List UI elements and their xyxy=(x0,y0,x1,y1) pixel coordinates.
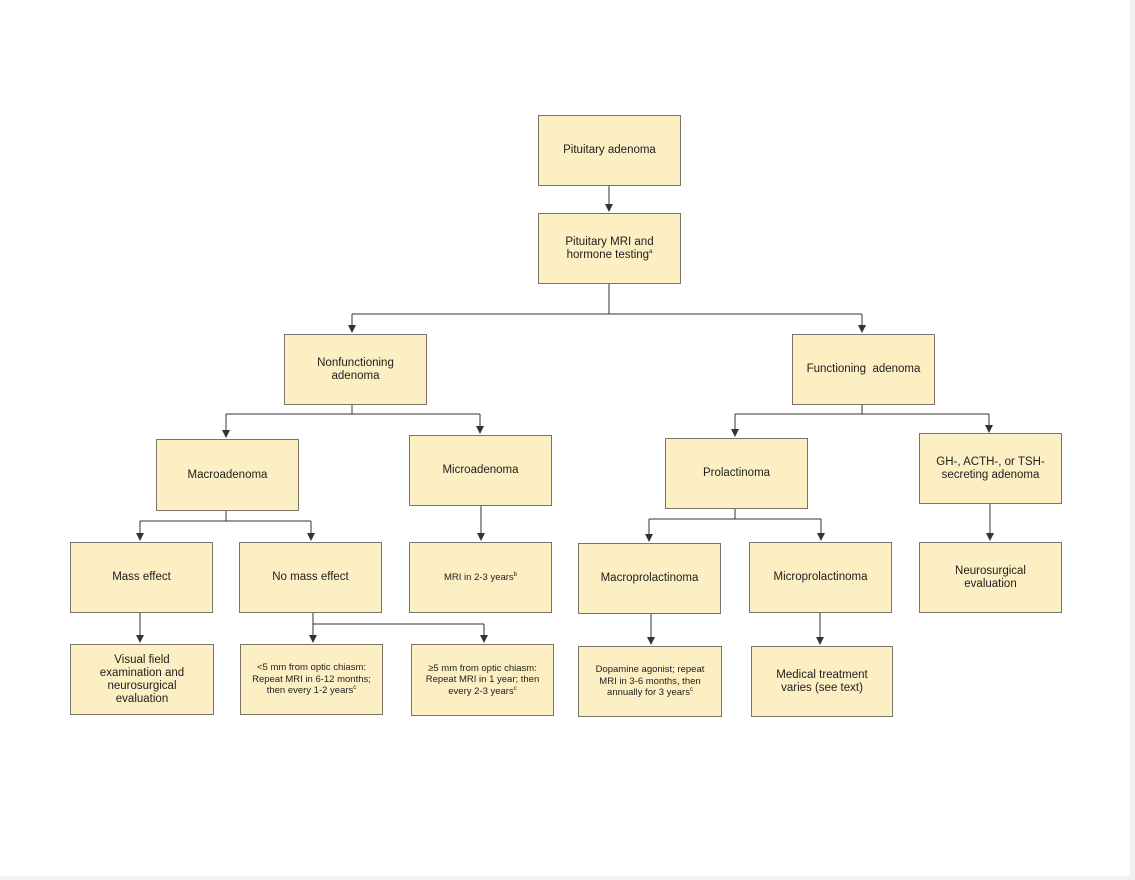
node-mass-effect: Mass effect xyxy=(70,542,213,613)
footnote-c: c xyxy=(513,685,517,692)
node-visual-field-examination: Visual field examination and neurosurgic… xyxy=(70,644,214,715)
node-mri-hormone-testing: Pituitary MRI and hormone testinga xyxy=(538,213,681,284)
node-mri-2-3-years: MRI in 2-3 yearsb xyxy=(409,542,552,613)
node-pituitary-adenoma: Pituitary adenoma xyxy=(538,115,681,186)
footnote-c: c xyxy=(689,687,693,694)
ge5mm-label: ≥5 mm from optic chiasm: Repeat MRI in 1… xyxy=(425,662,540,697)
node-neurosurgical-evaluation: Neurosurgical evaluation xyxy=(919,542,1062,613)
page-edge-bottom xyxy=(0,876,1135,880)
dopamine-label: Dopamine agonist; repeat MRI in 3-6 mont… xyxy=(595,664,705,699)
mri-2-3-label: MRI in 2-3 years xyxy=(443,571,514,583)
node-macroprolactinoma: Macroprolactinoma xyxy=(578,543,721,614)
footnote-b: b xyxy=(513,571,518,578)
lt5mm-label: <5 mm from optic chiasm: Repeat MRI in 6… xyxy=(252,662,371,697)
node-nonfunctioning-adenoma: Nonfunctioning adenoma xyxy=(284,334,427,405)
node-functioning-adenoma: Functioning adenoma xyxy=(792,334,935,405)
mri-testing-label: Pituitary MRI and hormone testing xyxy=(565,235,654,261)
node-gh-acth-tsh-adenoma: GH-, ACTH-, or TSH-secreting adenoma xyxy=(919,433,1062,504)
node-ge5mm-optic-chiasm: ≥5 mm from optic chiasm: Repeat MRI in 1… xyxy=(411,644,554,716)
node-microadenoma: Microadenoma xyxy=(409,435,552,506)
footnote-c: c xyxy=(353,685,357,692)
node-medical-treatment: Medical treatment varies (see text) xyxy=(751,646,893,717)
node-prolactinoma: Prolactinoma xyxy=(665,438,808,509)
footnote-a: a xyxy=(649,248,653,255)
node-no-mass-effect: No mass effect xyxy=(239,542,382,613)
page-edge-right xyxy=(1130,0,1135,880)
node-macroadenoma: Macroadenoma xyxy=(156,439,299,511)
node-lt5mm-optic-chiasm: <5 mm from optic chiasm: Repeat MRI in 6… xyxy=(240,644,383,715)
node-microprolactinoma: Microprolactinoma xyxy=(749,542,892,613)
node-dopamine-agonist: Dopamine agonist; repeat MRI in 3-6 mont… xyxy=(578,646,722,717)
